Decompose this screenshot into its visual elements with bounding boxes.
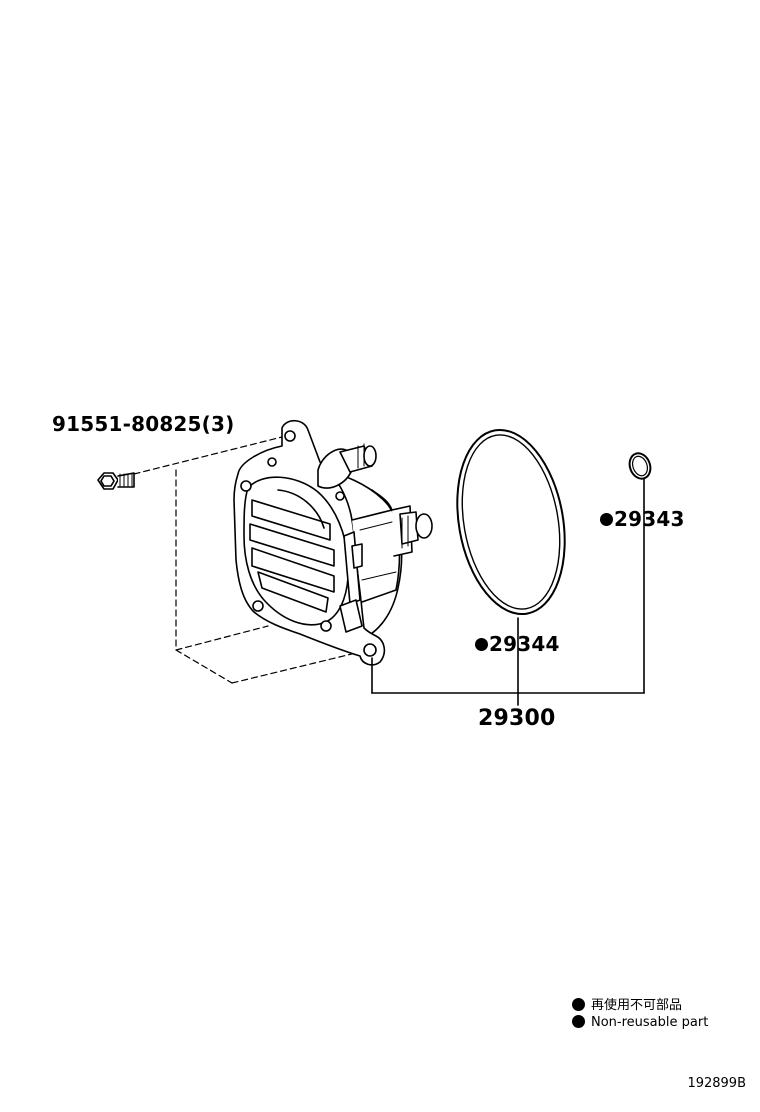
large-o-ring-part-number[interactable]: 29344 <box>475 632 560 656</box>
assembly-bracket-lines <box>371 477 645 706</box>
legend-dot-icon <box>572 998 585 1011</box>
non-reusable-marker-icon <box>600 513 613 526</box>
legend-dot-icon <box>572 1015 585 1028</box>
non-reusable-marker-icon <box>475 638 488 651</box>
legend-item-japanese: 再使用不可部品 <box>572 994 682 1013</box>
large-o-ring-icon <box>456 428 566 616</box>
small-o-ring-icon <box>628 452 652 480</box>
bolt-part-number[interactable]: 91551-80825(3) <box>52 412 235 436</box>
small-o-ring-part-number[interactable]: 29343 <box>600 507 685 531</box>
legend-item-english: Non-reusable part <box>572 1015 708 1030</box>
vacuum-pump-icon <box>233 419 433 666</box>
assembly-part-number[interactable]: 29300 <box>478 706 556 731</box>
diagram-id: 192899B <box>687 1076 746 1091</box>
bolt-icon <box>97 472 135 490</box>
mounting-guide-lines <box>133 436 361 684</box>
